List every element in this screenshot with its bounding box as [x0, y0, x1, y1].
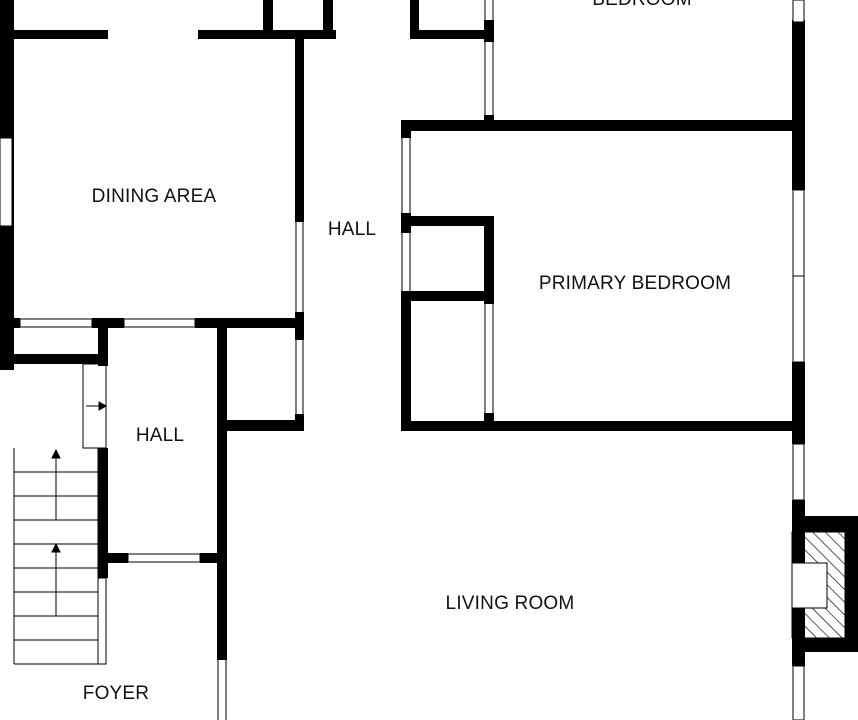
wall: [198, 30, 336, 39]
wall: [98, 553, 128, 563]
wall: [401, 421, 805, 431]
fireplace-firebox: [791, 562, 828, 609]
wall: [98, 448, 108, 578]
wall: [195, 318, 304, 328]
window: [792, 189, 805, 277]
stair-rail: [97, 577, 107, 665]
openings: [108, 0, 494, 720]
wall: [845, 516, 858, 650]
wall: [0, 354, 108, 364]
wall: [401, 291, 411, 431]
room-label-hall: HALL: [327, 219, 377, 240]
wall: [401, 291, 494, 301]
window: [127, 553, 201, 563]
wall: [401, 216, 493, 226]
wall: [401, 120, 411, 138]
wall: [792, 362, 805, 444]
wall: [200, 553, 222, 563]
wall: [484, 413, 494, 431]
wall: [792, 638, 858, 652]
window: [19, 318, 93, 328]
wall: [792, 20, 805, 190]
wall: [217, 420, 304, 431]
wall: [484, 20, 494, 42]
walls: [0, 0, 858, 666]
window: [123, 318, 196, 328]
wall: [295, 34, 304, 222]
room-label-dining-area: DINING AREA: [91, 186, 217, 207]
wall: [263, 0, 273, 34]
room-label-primary-bedroom: PRIMARY BEDROOM: [538, 273, 732, 294]
wall: [484, 216, 494, 304]
window: [792, 443, 805, 501]
room-label-living-room: LIVING ROOM: [445, 593, 575, 614]
wall: [0, 318, 20, 328]
wall: [410, 0, 419, 38]
wall: [401, 120, 805, 131]
window: [0, 137, 13, 227]
room-label-foyer: FOYER: [82, 683, 150, 704]
room-label-bedroom: BEDROOM: [592, 0, 692, 11]
wall: [323, 0, 333, 34]
stairs: [13, 363, 108, 665]
wall: [410, 30, 494, 39]
window: [792, 665, 805, 720]
windows: [0, 0, 805, 720]
wall: [98, 318, 108, 366]
wall: [0, 30, 108, 39]
room-label-hall-small: HALL: [135, 425, 185, 446]
window: [792, 0, 805, 23]
wall: [792, 516, 858, 532]
window: [792, 275, 805, 363]
wall: [217, 318, 227, 660]
